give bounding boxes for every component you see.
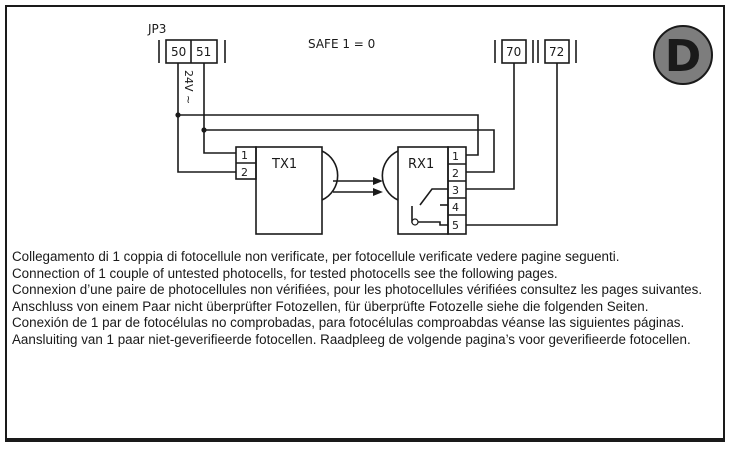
rx1-pin-2: 2 — [452, 167, 459, 180]
terminal-50-label: 50 — [171, 45, 186, 59]
rx1-pin-1: 1 — [452, 150, 459, 163]
caption-block: Collegamento di 1 coppia di fotocellule … — [12, 249, 724, 350]
caption-italian: Collegamento di 1 coppia di fotocellule … — [12, 249, 620, 264]
terminal-70-label: 70 — [506, 45, 521, 59]
rx1-pin-4: 4 — [452, 201, 459, 214]
badge-letter: D — [665, 31, 702, 82]
jp3-label: JP3 — [147, 22, 166, 36]
voltage-label: 24V ~ — [182, 70, 195, 104]
terminal-72-label: 72 — [549, 45, 564, 59]
caption-spanish: Conexión de 1 par de fotocélulas no comp… — [12, 315, 685, 331]
rx1-pin-3: 3 — [452, 184, 459, 197]
figure-frame — [5, 5, 725, 442]
terminal-51-label: 51 — [196, 45, 211, 59]
beam-arrows — [333, 180, 373, 193]
beam-arrowhead-top — [373, 177, 383, 185]
caption-german: Anschluss von einem Paar nicht überprüft… — [12, 298, 649, 314]
jp3-terminal-block — [158, 39, 226, 64]
junction-dot — [201, 127, 207, 133]
beam-arrowhead-bottom — [373, 188, 383, 196]
rx1-pin-5: 5 — [452, 219, 459, 232]
caption-french: Connexion d’une paire de photocellules n… — [12, 282, 703, 298]
wiring — [177, 63, 558, 226]
rx1-unit — [381, 146, 467, 235]
tx1-label: TX1 — [271, 157, 297, 172]
caption-dutch: Aansluiting van 1 paar niet-geverifieerd… — [12, 331, 691, 347]
section-badge: D — [653, 25, 713, 85]
rx1-label: RX1 — [408, 157, 434, 172]
tx1-pin-2: 2 — [241, 166, 248, 179]
caption-english: Connection of 1 couple of untested photo… — [12, 265, 558, 281]
junction-dot — [175, 112, 181, 118]
tx1-pin-1: 1 — [241, 149, 248, 162]
tx1-unit — [235, 146, 339, 235]
relay-contact-dot — [411, 218, 419, 226]
safe-label: SAFE 1 = 0 — [308, 37, 375, 51]
